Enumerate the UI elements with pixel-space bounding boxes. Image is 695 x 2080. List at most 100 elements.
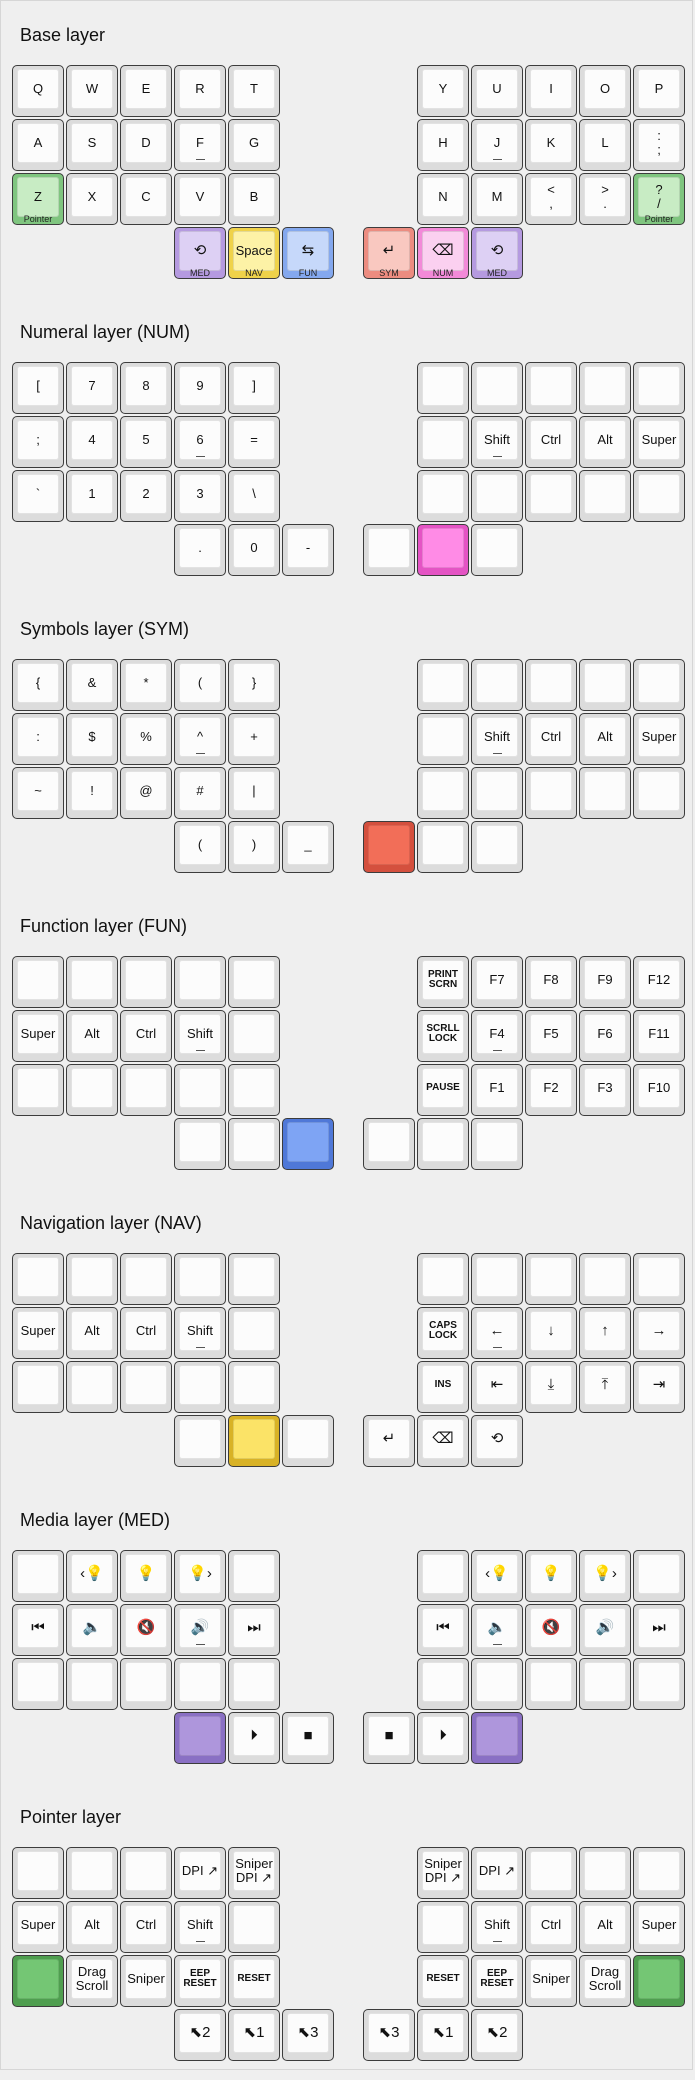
key-left-r2-c5: ⏭ [228,1604,280,1656]
thumb-key-left-1: ⬉2 [174,2009,226,2061]
thumb-key-right-2: ⌫ [417,1415,469,1467]
key-left-r3-c3: 2 [120,470,172,522]
key-face: Ctrl [530,420,572,460]
key-face [476,825,518,865]
key-face: . [179,528,221,568]
key-face: Shift [476,717,518,757]
key-face: & [71,663,113,703]
key-right-r3-c5: ? / Pointer [633,173,685,225]
key-label: 8 [142,378,150,394]
key-right-r1-c4 [579,659,631,711]
key-face [233,1419,275,1459]
thumb-key-right-3 [471,1712,523,1764]
key-right-r2-c3: Ctrl [525,713,577,765]
key-label: < , [547,182,555,211]
key-left-r1-c3: E [120,65,172,117]
key-face: ⇥ [638,1365,680,1405]
key-face [584,663,626,703]
key-label: 0 [250,540,258,556]
key-face: 💡› [584,1554,626,1594]
key-right-r3-c3: Sniper [525,1955,577,2007]
key-right-r2-c2: ← [471,1307,523,1359]
key-face: ⇤ [476,1365,518,1405]
key-face: Alt [71,1014,113,1054]
key-right-r2-c5: ⏭ [633,1604,685,1656]
key-left-r2-c2: S [66,119,118,171]
key-face [422,528,464,568]
key-face: ( [179,663,221,703]
key-left-r1-c3: * [120,659,172,711]
key-face [179,1257,221,1297]
thumb-key-right-3: ⟲ [471,1415,523,1467]
key-right-r2-c5: Super [633,713,685,765]
key-label: Ctrl [540,1917,562,1933]
key-label: L [601,135,609,151]
arrow-down-icon: ↓ [547,1322,555,1340]
key-label: > . [601,182,609,211]
key-right-r2-c3: 🔇 [525,1604,577,1656]
key-label: ? / [655,182,663,211]
homing-mark [196,1050,205,1051]
thumb-key-right-3 [471,1118,523,1170]
key-face [476,1122,518,1162]
key-left-r2-c3: % [120,713,172,765]
key-left-r1-c4: 💡› [174,1550,226,1602]
key-label: ) [251,837,257,853]
key-label: 4 [88,432,96,448]
key-face: ⏭ [638,1608,680,1648]
key-face [179,1662,221,1702]
thumb-key-left-3: ⬉3 [282,2009,334,2061]
key-left-r2-c2: $ [66,713,118,765]
key-left-r2-c4: F [174,119,226,171]
key-left-r2-c4: Shift [174,1307,226,1359]
key-label: J [493,135,501,151]
layer-title: Media layer (MED) [20,1510,171,1530]
key-left-r2-c3: Ctrl [120,1010,172,1062]
key-right-r1-c2: ‹💡 [471,1550,523,1602]
key-face: F1 [476,1068,518,1108]
key-left-r2-c4: 🔊 [174,1604,226,1656]
key-right-r3-c3 [525,767,577,819]
key-right-r3-c5 [633,1658,685,1710]
key-right-r1-c2: U [471,65,523,117]
key-face: ⤓ [530,1365,572,1405]
key-label: Super [20,1026,56,1042]
key-right-r1-c2 [471,1253,523,1305]
key-face: Shift [476,420,518,460]
key-face: Shift [179,1014,221,1054]
key-right-r3-c4 [579,470,631,522]
key-right-r2-c1: ⏮ [417,1604,469,1656]
key-label: A [33,135,43,151]
key-right-r3-c5 [633,767,685,819]
key-right-r1-c4 [579,1847,631,1899]
key-label: INS [434,1378,452,1390]
key-face: 🔈 [71,1608,113,1648]
key-face: S [71,123,113,163]
hold-layer-label: Pointer [644,214,674,224]
key-label: # [196,783,204,799]
key-right-r3-c1: RESET [417,1955,469,2007]
key-left-r3-c1 [12,1658,64,1710]
previous-track-icon: ⏮ [31,1619,45,1637]
key-left-r1-c1 [12,956,64,1008]
key-face: ← [476,1311,518,1351]
key-face: P [638,69,680,109]
key-right-r2-c4: F6 [579,1010,631,1062]
key-face [125,1068,167,1108]
key-right-r3-c3 [525,1658,577,1710]
key-face: ↑ [584,1311,626,1351]
stop-icon: ■ [384,1727,394,1745]
key-right-r3-c1 [417,1658,469,1710]
key-left-r1-c1 [12,1253,64,1305]
key-face [17,1851,59,1891]
key-label: Alt [84,1026,100,1042]
key-face: 🔇 [530,1608,572,1648]
key-label: F3 [597,1080,613,1096]
key-left-r1-c4: DPI ↗ [174,1847,226,1899]
key-label: Space [235,243,273,259]
key-left-r3-c1 [12,1955,64,2007]
thumb-key-left-3 [282,1415,334,1467]
key-face [179,960,221,1000]
